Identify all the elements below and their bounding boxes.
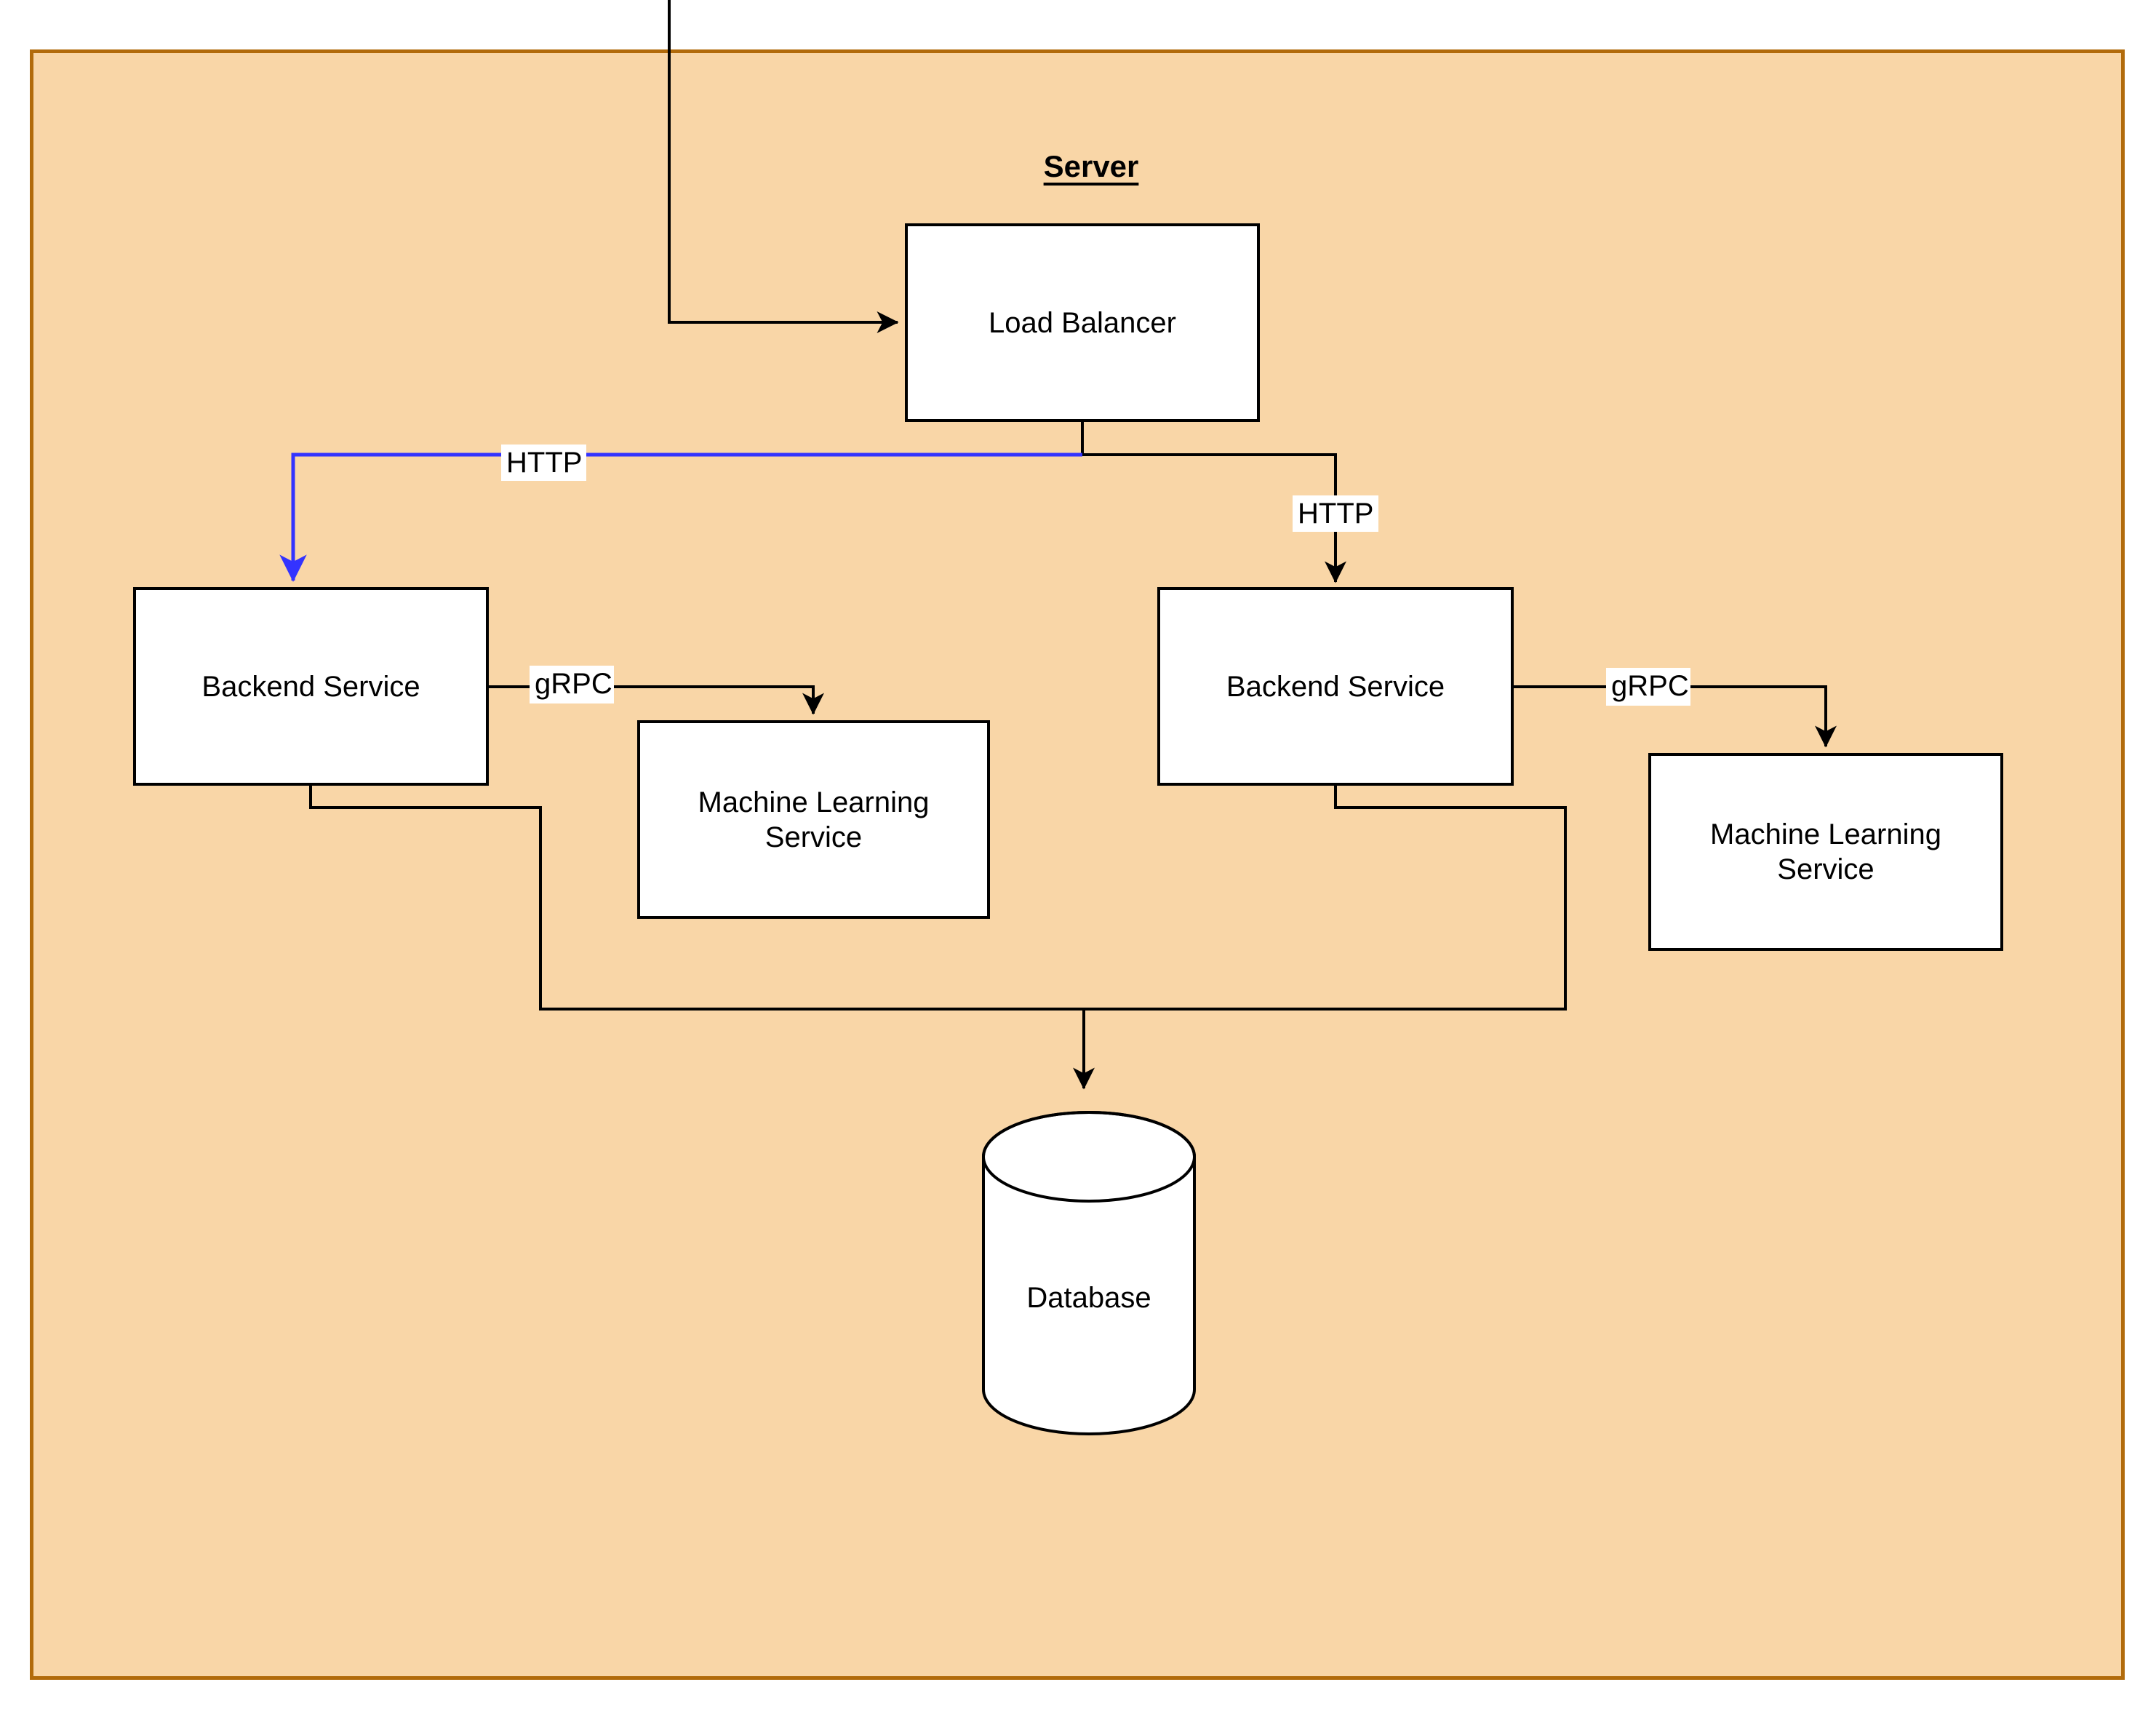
node-ml-service-right-label: Machine Learning Service [1710,818,1941,885]
node-backend-service-left: Backend Service [133,587,489,786]
node-ml-service-right: Machine Learning Service [1648,753,2003,951]
edge-backends-to-trunk [309,786,1567,1011]
edge-entry-to-load-balancer [668,0,899,333]
database-cylinder-top [982,1111,1196,1203]
diagram-title: Server [946,149,1237,184]
edge-http-left [279,453,1082,582]
node-load-balancer: Load Balancer [905,223,1260,422]
edge-label-http-right: HTTP [1293,495,1378,532]
edge-http-right [1082,453,1346,583]
edge-label-grpc-right: gRPC [1606,668,1690,706]
node-load-balancer-label: Load Balancer [989,306,1176,339]
node-backend-service-right: Backend Service [1157,587,1514,786]
edge-label-grpc-left: gRPC [530,666,614,703]
node-backend-service-right-label: Backend Service [1226,670,1445,703]
edge-label-http-left: HTTP [501,445,586,481]
database-cylinder-body [982,1111,1196,1435]
node-ml-service-left-label: Machine Learning Service [698,786,930,853]
node-backend-service-left-label: Backend Service [201,670,420,703]
node-ml-service-left: Machine Learning Service [637,720,990,919]
node-database-label: Database [1026,1282,1151,1314]
diagram-title-text: Server [1043,149,1139,183]
